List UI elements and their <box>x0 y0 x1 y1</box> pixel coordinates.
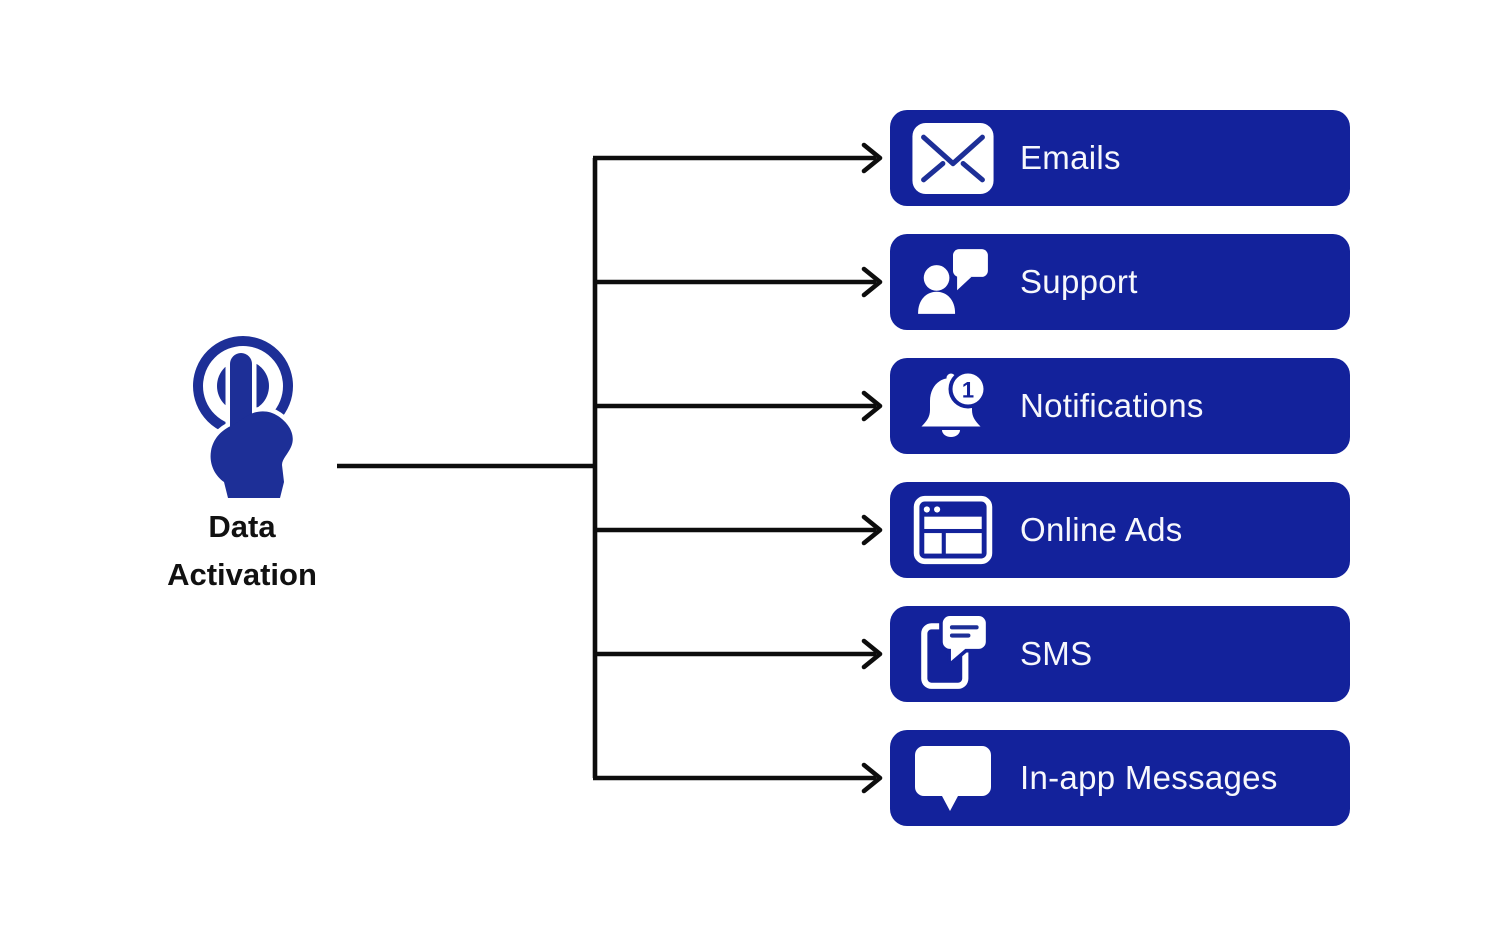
channel-label: In-app Messages <box>1020 759 1278 796</box>
source-label-line1: Data <box>208 509 276 544</box>
channel-box-emails: Emails <box>890 110 1350 206</box>
channel-box-in-app-messages: In-app Messages <box>890 730 1350 826</box>
channel-box-sms: SMS <box>890 606 1350 702</box>
browser-window-icon <box>903 495 1003 565</box>
support-person-chat-icon <box>903 245 1003 319</box>
branch-arrow-sms <box>593 638 883 670</box>
branch-arrow-emails <box>593 142 883 174</box>
branch-arrow-notifications <box>593 390 883 422</box>
channel-label: Emails <box>1020 139 1121 176</box>
notification-bell-icon: 1 <box>903 366 1003 446</box>
channel-label: Online Ads <box>1020 511 1183 548</box>
phone-message-icon <box>903 614 1003 694</box>
source-label: Data Activation <box>92 503 392 599</box>
channel-label: Support <box>1020 263 1138 300</box>
branch-arrow-support <box>593 266 883 298</box>
channel-box-online-ads: Online Ads <box>890 482 1350 578</box>
branch-arrow-in-app <box>593 762 883 794</box>
branch-arrow-online-ads <box>593 514 883 546</box>
source-label-line2: Activation <box>167 557 317 592</box>
speech-bubble-icon <box>903 742 1003 814</box>
channel-label: SMS <box>1020 635 1093 672</box>
email-envelope-icon <box>903 122 1003 195</box>
tap-gesture-icon <box>193 336 298 503</box>
channel-label: Notifications <box>1020 387 1204 424</box>
channel-box-notifications: 1 Notifications <box>890 358 1350 454</box>
channel-box-support: Support <box>890 234 1350 330</box>
notification-badge-count: 1 <box>962 378 974 403</box>
